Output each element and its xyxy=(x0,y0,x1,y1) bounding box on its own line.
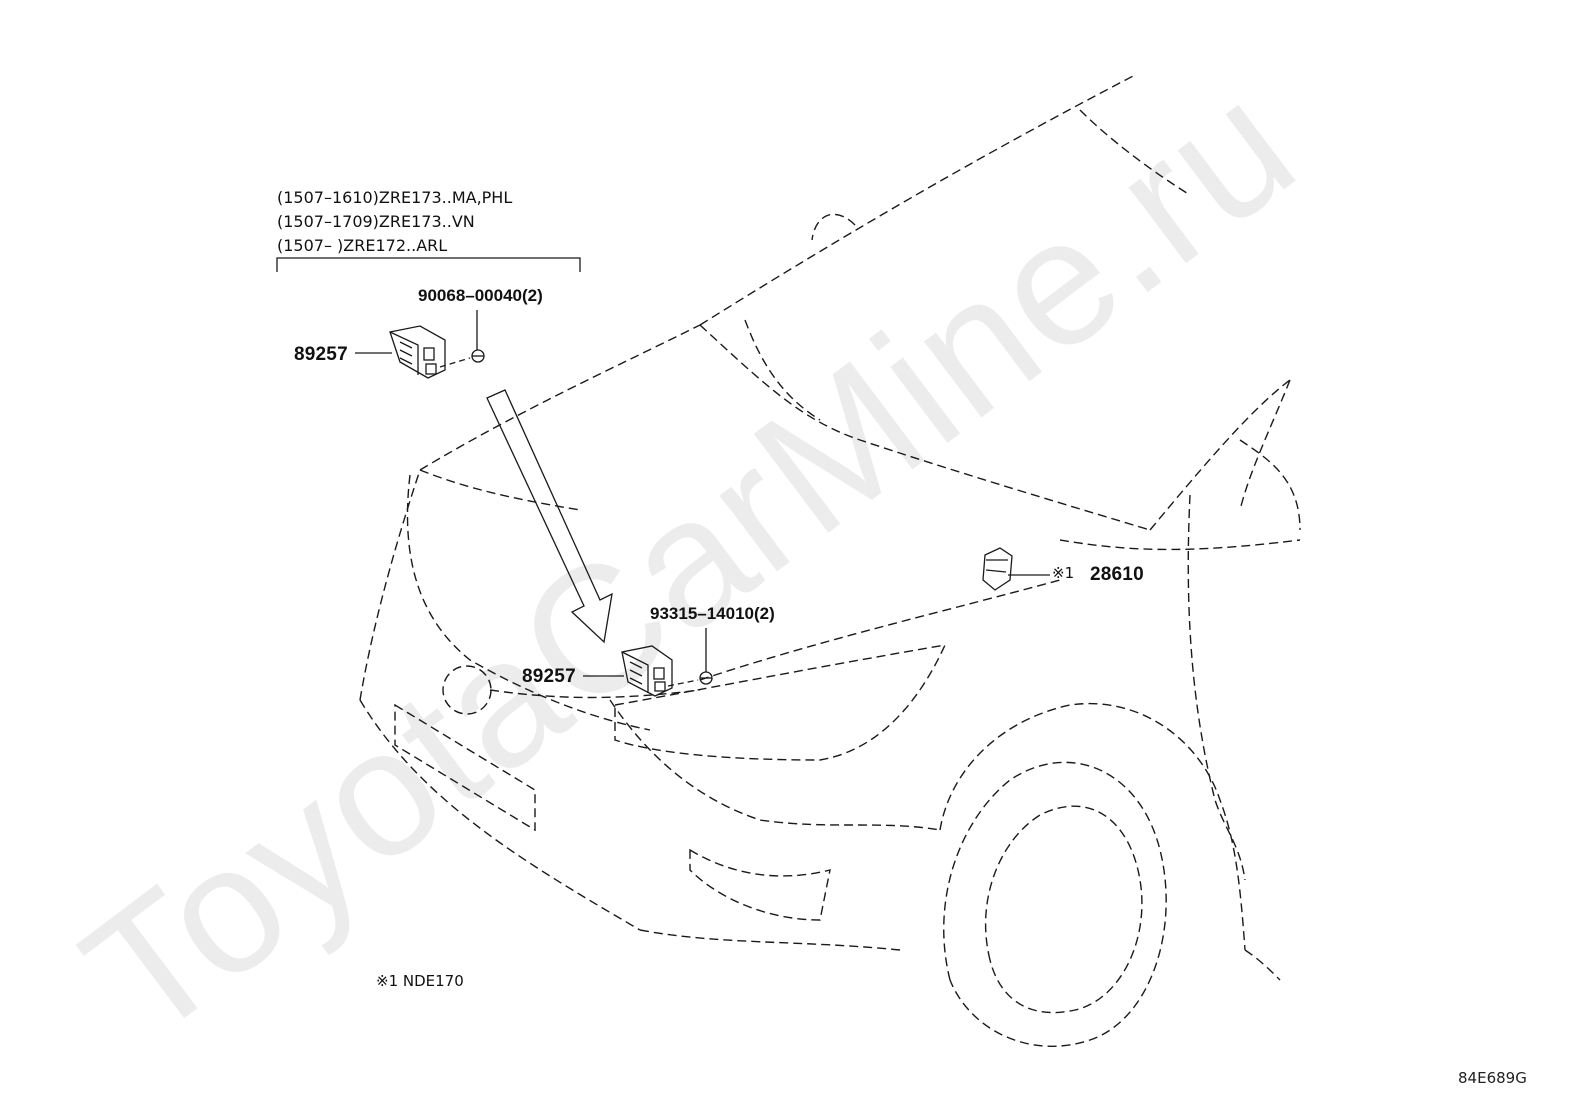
part-number-module-bottom[interactable]: 89257 xyxy=(522,666,576,687)
leader-bolt-bottom-dash xyxy=(667,679,699,687)
wheel-arch xyxy=(939,703,1246,951)
bumper-lower xyxy=(609,699,941,831)
wiper-line xyxy=(1079,109,1191,196)
yaw-sensor-module-top xyxy=(389,325,446,379)
bumper-bottom xyxy=(359,699,641,931)
door-edge xyxy=(1239,379,1291,511)
part-number-bolt-bottom[interactable]: 93315–14010(2) xyxy=(650,604,775,623)
footnote: ※1 NDE170 xyxy=(376,972,464,990)
fender-rear xyxy=(1187,494,1246,881)
sensor-28610 xyxy=(982,547,1013,591)
headlamp xyxy=(614,644,947,761)
applicability-bracket xyxy=(276,257,581,272)
side-mirror xyxy=(1239,439,1301,531)
grille-bar xyxy=(489,689,701,699)
pointer-arrow xyxy=(486,389,613,644)
sensor-note-mark: ※1 xyxy=(1052,564,1075,582)
applicability-line-1: (1507–1610)ZRE173..MA,PHL xyxy=(277,188,513,207)
applicability-line-3: (1507– )ZRE172..ARL xyxy=(277,236,448,255)
rocker xyxy=(1244,949,1281,981)
windshield-edge xyxy=(699,74,1136,326)
drawing-code: 84E689G xyxy=(1458,1069,1527,1087)
fender-line xyxy=(1059,539,1301,551)
leader-bolt-top-dash xyxy=(439,357,471,368)
hood-centerline xyxy=(744,319,821,421)
hood-side xyxy=(699,579,1061,681)
bumper-left-edge xyxy=(359,469,421,701)
hood-crease xyxy=(699,324,1151,531)
fog-lamp-bezel xyxy=(689,848,831,921)
hood-front-edge xyxy=(419,324,701,471)
part-number-bolt-top[interactable]: 90068–00040(2) xyxy=(418,286,543,305)
license-plate xyxy=(394,703,536,832)
yaw-sensor-module-bottom xyxy=(621,645,673,697)
a-pillar xyxy=(1149,379,1291,531)
grille-upper xyxy=(406,474,651,731)
bumper-lip xyxy=(639,929,901,951)
emblem xyxy=(442,665,492,715)
part-number-sensor[interactable]: 28610 xyxy=(1090,564,1144,585)
tire-inner xyxy=(984,805,1143,1014)
applicability-line-2: (1507–1709)ZRE173..VN xyxy=(277,212,475,231)
bolt-bottom xyxy=(699,671,713,685)
part-number-module-top[interactable]: 89257 xyxy=(294,344,348,365)
hood-lip xyxy=(419,469,581,511)
mirror-outline xyxy=(811,213,856,241)
bolt-top xyxy=(471,349,485,363)
tire-outer xyxy=(943,761,1167,1047)
